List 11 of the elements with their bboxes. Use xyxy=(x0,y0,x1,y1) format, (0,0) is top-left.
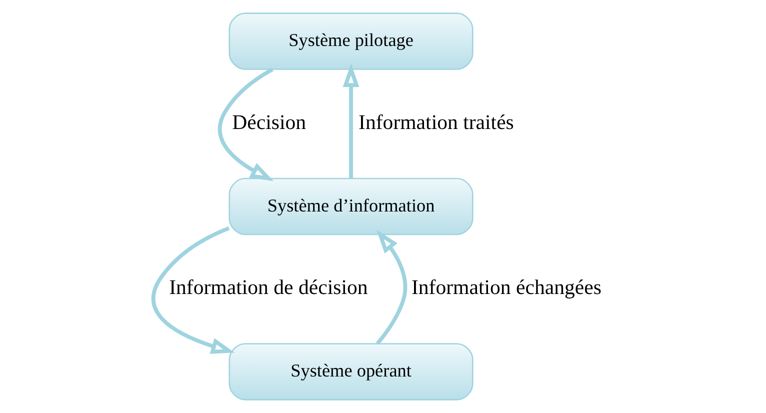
arrow xyxy=(375,230,407,345)
edge-label: Information de décision xyxy=(168,275,368,300)
node-box: Système opérant xyxy=(228,343,473,400)
arrow xyxy=(342,64,359,178)
edge-label: Information échangées xyxy=(410,275,601,300)
arrow xyxy=(217,68,274,182)
node-box: Système d’information xyxy=(228,178,473,236)
node-box: Système pilotage xyxy=(228,12,473,70)
edge-label: Décision xyxy=(232,110,306,134)
arrow xyxy=(151,226,234,354)
edge-label: Information traités xyxy=(358,110,514,134)
